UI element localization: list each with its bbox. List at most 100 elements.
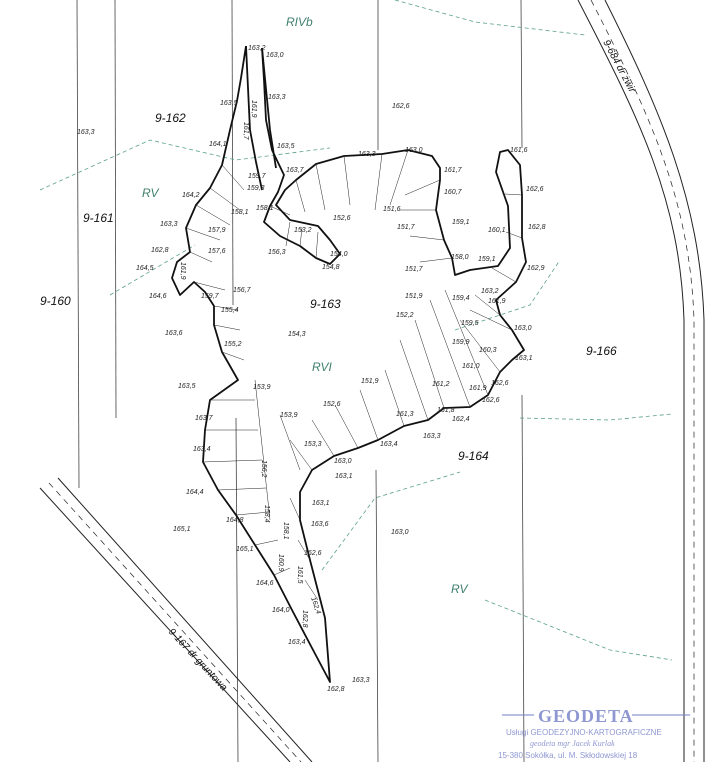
lot-number: 9-163 xyxy=(310,297,341,311)
parcel-line xyxy=(76,0,80,489)
hachure xyxy=(389,149,409,206)
spot-elevation: 154,0 xyxy=(330,251,348,258)
spot-elevation: 163,3 xyxy=(77,129,95,136)
soil-boundary xyxy=(321,471,461,571)
spot-elevation: 154,8 xyxy=(322,264,340,271)
hachure xyxy=(374,153,383,211)
hachure xyxy=(311,419,335,457)
spot-elevation: 163,6 xyxy=(165,330,183,337)
soil-boundary xyxy=(454,259,561,331)
spot-elevation: 164,5 xyxy=(136,265,154,272)
parcel-line xyxy=(235,417,239,762)
hachure xyxy=(202,459,263,463)
hachure xyxy=(399,339,429,421)
road-southwest xyxy=(39,477,313,762)
spot-elevation: 161,9 xyxy=(179,262,186,280)
spot-elevation: 162,4 xyxy=(452,416,470,423)
hachure xyxy=(297,539,311,561)
spot-elevation: 163,3 xyxy=(423,433,441,440)
spot-elevation: 159,7 xyxy=(248,173,267,180)
spot-elevation: 164,6 xyxy=(256,580,274,587)
spot-elevation: 163,4 xyxy=(288,639,306,646)
hachure xyxy=(273,567,291,576)
spot-elevation: 159,1 xyxy=(478,256,496,263)
spot-elevation: 157,6 xyxy=(208,248,226,255)
spot-elevation: 163,0 xyxy=(514,325,532,332)
spot-elevation: 163,1 xyxy=(335,473,353,480)
hachure xyxy=(444,289,489,396)
parcel-line xyxy=(375,469,379,762)
hachure xyxy=(359,389,379,441)
spot-elevation: 162,8 xyxy=(151,247,169,254)
spot-elevation: 154,3 xyxy=(288,331,306,338)
pit-edge-inner xyxy=(245,45,263,191)
hachure xyxy=(384,369,405,427)
spot-elevation: 164,2 xyxy=(182,192,200,199)
parcel-line xyxy=(520,0,523,149)
spot-elevation: 151,6 xyxy=(383,206,401,213)
hachure xyxy=(195,204,231,226)
stamp-line-surveyor: geodeta mgr Jacek Kurlak xyxy=(530,739,615,748)
parcel-boundaries xyxy=(76,0,525,762)
hachure xyxy=(213,305,239,311)
spot-elevation: 157,9 xyxy=(208,227,226,234)
spot-elevation: 163,4 xyxy=(193,446,211,453)
spot-elevation: 152,6 xyxy=(323,401,341,408)
spot-elevation: 158,0 xyxy=(451,254,469,261)
spot-elevation: 159,7 xyxy=(201,293,220,300)
hachure xyxy=(254,379,271,521)
spot-elevation: 161,3 xyxy=(396,411,414,418)
hachure xyxy=(289,439,313,471)
spot-elevation: 163,3 xyxy=(268,94,286,101)
spot-elevation: 158,4 xyxy=(263,505,270,523)
spot-elevation: 152,6 xyxy=(333,215,351,222)
lot-number: 9-164 xyxy=(458,449,489,463)
hachure xyxy=(189,251,213,263)
spot-elevation: 162,9 xyxy=(527,265,545,272)
soil-class-label: RV xyxy=(142,186,159,200)
stamp-title: GEODETA xyxy=(538,706,634,726)
road-east-centerline xyxy=(590,0,695,762)
hachure xyxy=(221,351,245,361)
soil-class-labels: RIVb RV RVI RV xyxy=(142,15,468,596)
spot-elevation: 163,1 xyxy=(312,500,330,507)
spot-elevation: 163,3 xyxy=(358,151,376,158)
hachure xyxy=(295,179,306,213)
spot-elevation: 151,9 xyxy=(405,293,423,300)
spot-elevation: 161,7 xyxy=(242,122,249,141)
spot-elevation: 161,5 xyxy=(296,566,303,584)
spot-elevation: 155,4 xyxy=(221,307,239,314)
spot-elevation: 153,2 xyxy=(294,227,312,234)
soil-boundary xyxy=(109,244,196,296)
spot-elevation: 156,3 xyxy=(268,249,286,256)
hachure xyxy=(279,414,301,471)
hachure xyxy=(414,319,445,409)
hachure xyxy=(343,155,351,206)
spot-elevation: 162,6 xyxy=(304,550,322,557)
hachure xyxy=(299,227,303,247)
spot-elevation: 163,5 xyxy=(277,143,295,150)
hachure xyxy=(285,221,291,247)
spot-elevation: 165,1 xyxy=(173,526,191,533)
hachure xyxy=(409,235,445,241)
hachure xyxy=(269,205,291,216)
spot-elevation: 153,9 xyxy=(280,412,298,419)
pit-edge-inner xyxy=(261,47,277,169)
spot-elevation: 163,4 xyxy=(380,441,398,448)
surveyor-stamp: GEODETA Usługi GEODEZYJNO-KARTOGRAFICZNE… xyxy=(498,706,690,760)
parcel-line xyxy=(114,0,117,419)
spot-elevation: 160,7 xyxy=(444,189,463,196)
parcel-line xyxy=(521,394,525,762)
spot-elevation: 163,2 xyxy=(248,45,266,52)
spot-elevation: 163,7 xyxy=(286,167,305,174)
hachure xyxy=(304,579,319,601)
lot-numbers: 9-162 9-161 9-160 9-163 9-164 9-166 xyxy=(40,111,617,463)
spot-elevation: 159,4 xyxy=(452,295,470,302)
spot-elevation: 163,3 xyxy=(352,677,370,684)
spot-elevation: 153,3 xyxy=(304,441,322,448)
spot-elevation: 165,1 xyxy=(236,546,254,553)
spot-elevation: 163,3 xyxy=(160,221,178,228)
spot-elevation: 155,2 xyxy=(224,341,242,348)
